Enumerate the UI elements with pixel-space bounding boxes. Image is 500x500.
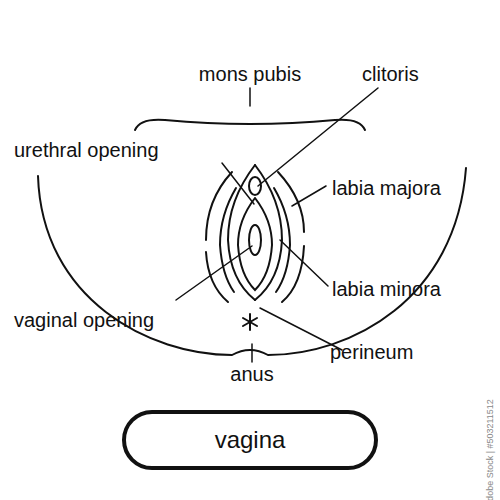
leader-line [249,88,251,106]
clitoris-shape [249,177,261,195]
part-label: perineum [330,340,413,364]
anus-symbol [243,314,257,330]
part-label: urethral opening [14,138,159,162]
mons-outline [135,120,365,130]
part-label: mons pubis [199,62,301,86]
part-label: vaginal opening [14,308,154,332]
leader-line [260,308,342,350]
leader-line [280,240,328,286]
labia-minora-outline [228,165,255,300]
leader-line [222,163,254,204]
vaginal-opening-shape [249,225,261,255]
leader-line [292,186,326,206]
leader-line [258,88,378,186]
title-box: vagina [122,410,378,470]
part-label: labia majora [332,176,441,200]
vestibule-outline [238,198,272,290]
part-label: clitoris [362,62,419,86]
leader-line [176,246,252,300]
watermark: Adobe Stock | #503211512 [485,399,495,500]
part-label: anus [230,362,273,386]
leader-line [251,344,253,362]
box-title: vagina [215,426,286,454]
part-label: labia minora [332,277,441,301]
